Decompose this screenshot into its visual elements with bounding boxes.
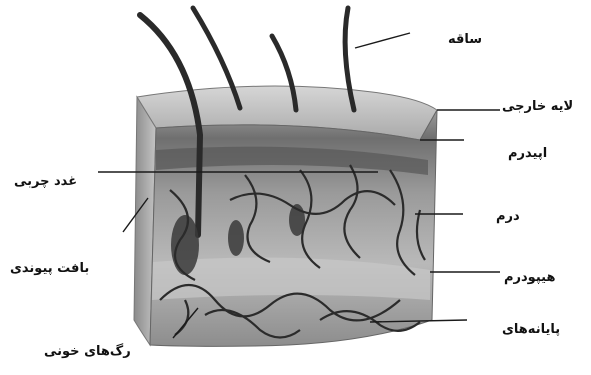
label-sebaceous-gland: غدد چربی — [14, 175, 77, 188]
label-blood-vessels: رگ‌های خونی — [44, 345, 131, 358]
label-epidermis: اپیدرم — [508, 147, 547, 160]
label-connective-tissue: بافت پیوندی — [10, 262, 89, 275]
label-outer-layer: لایه خارجی — [502, 100, 573, 113]
label-hypodermis: هیپودرم — [504, 271, 555, 284]
label-shaft: ساقه — [448, 33, 482, 46]
label-dermis: درم — [496, 210, 520, 223]
label-nerve-endings: پایانه‌های — [502, 323, 560, 336]
leader-shaft — [355, 33, 410, 48]
